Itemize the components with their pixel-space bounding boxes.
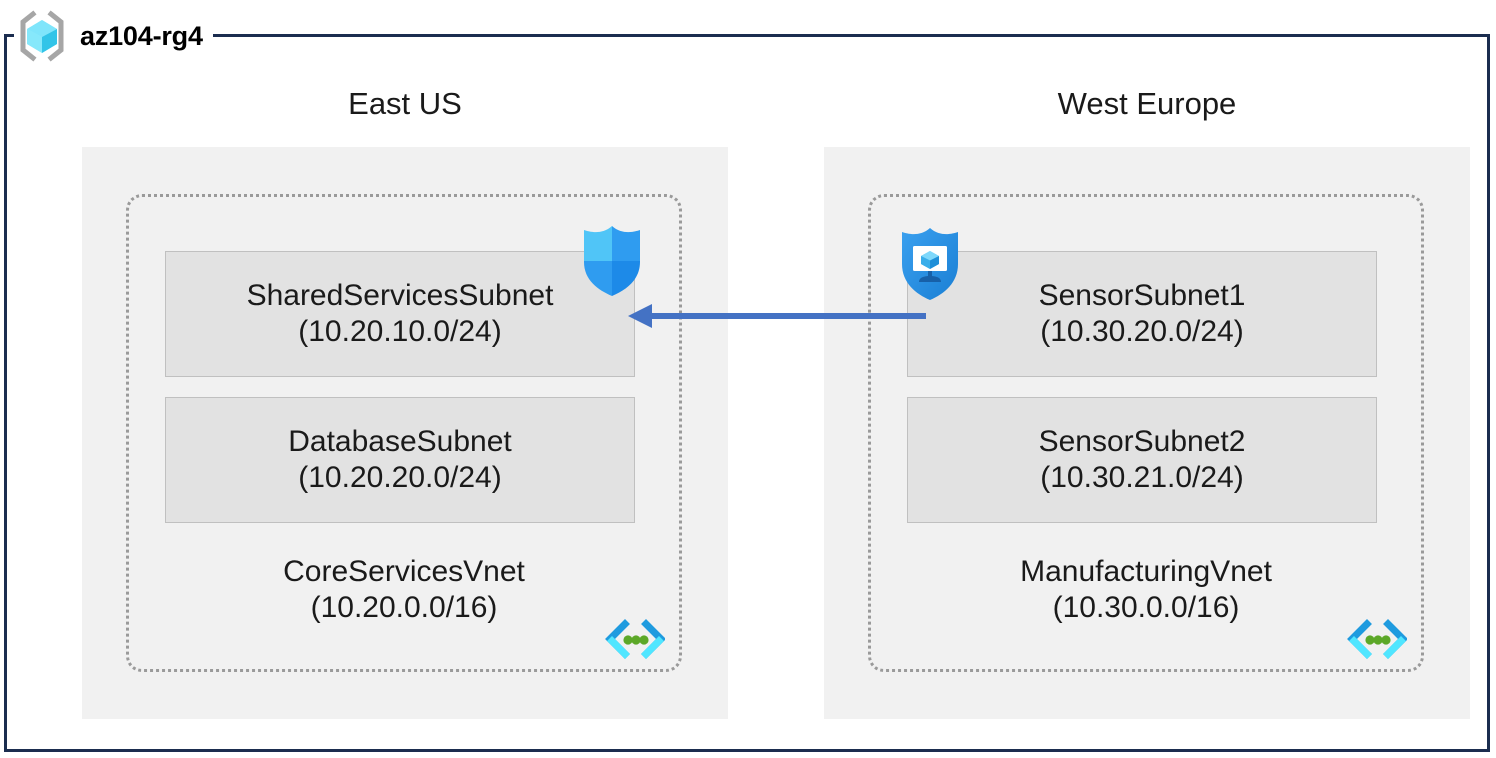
vnet-cidr: (10.30.0.0/16): [1052, 590, 1240, 624]
region-east-us: East US SharedServicesSubnet (10.20.10.0…: [82, 88, 728, 719]
network-security-group-shield-icon: [580, 224, 644, 298]
vnet-manufacturingvnet[interactable]: SensorSubnet1 (10.30.20.0/24) SensorSubn…: [868, 194, 1424, 672]
subnet-name: SensorSubnet1: [1038, 279, 1246, 312]
vnet-coreservicesvnet[interactable]: SharedServicesSubnet (10.20.10.0/24) Dat…: [126, 194, 682, 672]
vnet-cidr: (10.20.0.0/16): [310, 590, 498, 624]
vnet-name: ManufacturingVnet: [1020, 555, 1272, 589]
subnet-cidr: (10.20.20.0/24): [298, 461, 502, 494]
vnet-peering-arrow: [626, 300, 926, 332]
subnet-name: DatabaseSubnet: [288, 425, 512, 458]
subnet-sharedservicessubnet[interactable]: SharedServicesSubnet (10.20.10.0/24): [165, 251, 635, 377]
virtual-network-icon: [603, 619, 666, 663]
resource-group-frame: [4, 34, 1490, 752]
resource-group-name: az104-rg4: [80, 20, 203, 51]
subnet-name: SharedServicesSubnet: [246, 279, 554, 312]
subnet-databasesubnet[interactable]: DatabaseSubnet (10.20.20.0/24): [165, 397, 635, 523]
subnet-name: SensorSubnet2: [1038, 425, 1246, 458]
subnet-cidr: (10.30.21.0/24): [1040, 461, 1244, 494]
resource-group-header: az104-rg4: [14, 10, 213, 62]
region-label-east-us: East US: [348, 86, 462, 121]
subnet-cidr: (10.20.10.0/24): [298, 315, 502, 348]
resource-group-icon: [14, 10, 70, 62]
virtual-network-icon: [1345, 619, 1408, 663]
subnet-sensorsubnet1[interactable]: SensorSubnet1 (10.30.20.0/24): [907, 251, 1377, 377]
region-label-west-europe: West Europe: [1057, 86, 1237, 121]
vnet-caption-coreservicesvnet: CoreServicesVnet (10.20.0.0/16): [129, 554, 679, 625]
vnet-caption-manufacturingvnet: ManufacturingVnet (10.30.0.0/16): [871, 554, 1421, 625]
security-center-monitor-shield-icon: [897, 226, 963, 302]
subnet-sensorsubnet2[interactable]: SensorSubnet2 (10.30.21.0/24): [907, 397, 1377, 523]
region-west-europe: West Europe SensorSubnet1 (10.30.20.0/24…: [824, 88, 1470, 719]
vnet-name: CoreServicesVnet: [283, 555, 525, 589]
subnet-cidr: (10.30.20.0/24): [1040, 315, 1244, 348]
